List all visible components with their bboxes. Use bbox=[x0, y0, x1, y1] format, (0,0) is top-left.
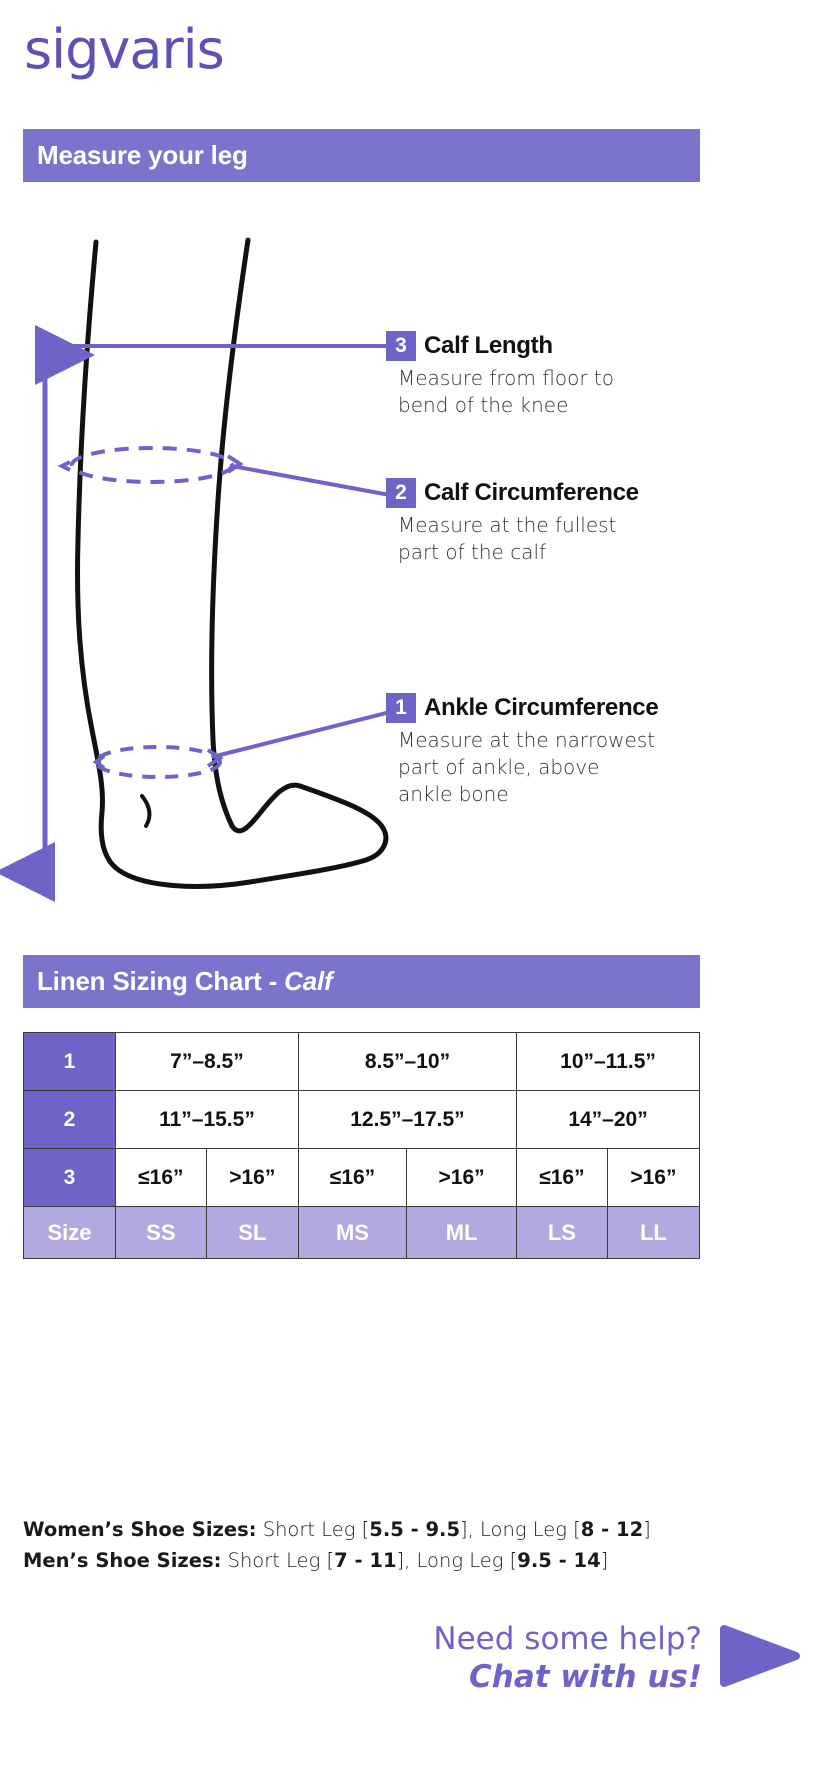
chart-title-italic: Calf bbox=[284, 966, 333, 996]
callout-2-title: Calf Circumference bbox=[424, 479, 639, 506]
measure-your-leg-header: Measure your leg bbox=[23, 129, 700, 182]
mens-short-value: 7 - 11 bbox=[334, 1549, 397, 1572]
callout-1-description: Measure at the narrowest part of ankle, … bbox=[398, 728, 656, 806]
chat-cta[interactable]: Need some help? Chat with us! bbox=[300, 1620, 800, 1696]
chart-title-main: Linen Sizing Chart - bbox=[37, 966, 285, 996]
callout-calf-length: 3 Calf Length Measure from floor to bend… bbox=[386, 331, 614, 419]
chat-cta-text: Need some help? Chat with us! bbox=[433, 1620, 702, 1696]
sigvaris-logo: sigvaris bbox=[24, 18, 225, 81]
callout-3-head: 3 Calf Length bbox=[386, 331, 614, 361]
leg-diagram bbox=[0, 200, 823, 920]
size-ss: SS bbox=[115, 1206, 207, 1259]
table-row-size: Size SS SL MS ML LS LL bbox=[23, 1206, 701, 1259]
measure-section-title: Measure your leg bbox=[37, 140, 248, 170]
cell-ankle-ss-sl: 7”–8.5” bbox=[115, 1032, 299, 1091]
size-sl: SL bbox=[205, 1206, 299, 1259]
womens-shoe-sizes-label: Women’s Shoe Sizes: bbox=[23, 1518, 257, 1541]
callout-2-head: 2 Calf Circumference bbox=[386, 478, 639, 508]
row-label-size: Size bbox=[23, 1206, 116, 1259]
chat-cta-line1: Need some help? bbox=[433, 1621, 702, 1657]
callout-3-description: Measure from floor to bend of the knee bbox=[398, 366, 614, 417]
callout-calf-circumference: 2 Calf Circumference Measure at the full… bbox=[386, 478, 639, 566]
size-ls: LS bbox=[516, 1206, 608, 1259]
cell-calf-ls-ll: 14”–20” bbox=[516, 1090, 700, 1149]
callout-1-title: Ankle Circumference bbox=[424, 694, 659, 721]
cell-calf-ms-ml: 12.5”–17.5” bbox=[297, 1090, 518, 1149]
callout-1-head: 1 Ankle Circumference bbox=[386, 693, 659, 723]
mens-long-value: 9.5 - 14 bbox=[517, 1549, 601, 1572]
callout-2-description: Measure at the fullest part of the calf bbox=[398, 513, 617, 564]
mens-mid: ], Long Leg [ bbox=[396, 1549, 518, 1572]
chart-section-title: Linen Sizing Chart - Calf bbox=[23, 966, 333, 997]
row-label-1: 1 bbox=[23, 1032, 116, 1091]
callout-3-number-badge: 3 bbox=[386, 331, 416, 361]
mens-shoe-sizes-label: Men’s Shoe Sizes: bbox=[23, 1549, 222, 1572]
cell-calf-ss-sl: 11”–15.5” bbox=[115, 1090, 299, 1149]
cell-length-ms: ≤16” bbox=[297, 1148, 408, 1207]
mens-shoe-sizes-line: Men’s Shoe Sizes: Short Leg [7 - 11], Lo… bbox=[23, 1545, 723, 1576]
womens-short-prefix: Short Leg [ bbox=[256, 1518, 370, 1541]
cell-length-sl: >16” bbox=[205, 1148, 299, 1207]
womens-short-value: 5.5 - 9.5 bbox=[369, 1518, 461, 1541]
chat-cta-line2: Chat with us! bbox=[469, 1659, 702, 1695]
cell-length-ls: ≤16” bbox=[516, 1148, 608, 1207]
cell-length-ll: >16” bbox=[606, 1148, 701, 1207]
linen-sizing-chart-header: Linen Sizing Chart - Calf bbox=[23, 955, 700, 1008]
callout-2-number-badge: 2 bbox=[386, 478, 416, 508]
size-ml: ML bbox=[406, 1206, 518, 1259]
cell-length-ml: >16” bbox=[406, 1148, 518, 1207]
table-row: 1 7”–8.5” 8.5”–10” 10”–11.5” bbox=[23, 1032, 700, 1091]
mens-suffix: ] bbox=[600, 1549, 609, 1572]
callout-3-title: Calf Length bbox=[424, 332, 553, 359]
womens-long-value: 8 - 12 bbox=[580, 1518, 644, 1541]
womens-mid: ], Long Leg [ bbox=[460, 1518, 581, 1541]
row-label-2: 2 bbox=[23, 1090, 116, 1149]
womens-suffix: ] bbox=[643, 1518, 651, 1541]
callout-1-number-badge: 1 bbox=[386, 693, 416, 723]
play-triangle-icon[interactable] bbox=[720, 1624, 800, 1692]
table-row: 2 11”–15.5” 12.5”–17.5” 14”–20” bbox=[23, 1090, 700, 1149]
shoe-sizes-block: Women’s Shoe Sizes: Short Leg [5.5 - 9.5… bbox=[23, 1514, 723, 1576]
cell-length-ss: ≤16” bbox=[115, 1148, 207, 1207]
womens-shoe-sizes-line: Women’s Shoe Sizes: Short Leg [5.5 - 9.5… bbox=[23, 1514, 723, 1545]
size-ms: MS bbox=[297, 1206, 408, 1259]
table-row: 3 ≤16” >16” ≤16” >16” ≤16” >16” bbox=[23, 1148, 701, 1207]
cell-ankle-ls-ll: 10”–11.5” bbox=[516, 1032, 700, 1091]
cell-ankle-ms-ml: 8.5”–10” bbox=[297, 1032, 518, 1091]
row-label-3: 3 bbox=[23, 1148, 116, 1207]
size-ll: LL bbox=[606, 1206, 701, 1259]
sizing-table: 1 7”–8.5” 8.5”–10” 10”–11.5” 2 11”–15.5”… bbox=[23, 1032, 701, 1259]
callout-ankle-circumference: 1 Ankle Circumference Measure at the nar… bbox=[386, 693, 659, 808]
mens-short-prefix: Short Leg [ bbox=[221, 1549, 335, 1572]
